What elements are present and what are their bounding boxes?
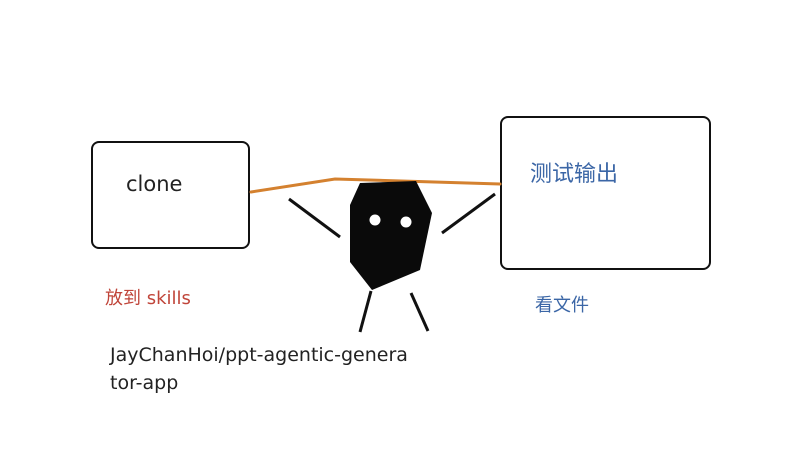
stick-figure: [288, 181, 496, 333]
left-leg: [358, 290, 373, 333]
repo-name-line-2: tor-app: [110, 372, 179, 394]
connector-line: [249, 177, 502, 194]
clone-box: [91, 141, 250, 249]
right-arm: [441, 192, 496, 235]
put-to-skills-label: 放到 skills: [105, 288, 191, 309]
left-arm: [288, 197, 341, 239]
repo-name-line-1: JayChanHoi/ppt-agentic-genera: [110, 344, 408, 366]
test-output-label: 测试输出: [530, 162, 619, 187]
right-leg: [409, 292, 430, 332]
test-output-box: [500, 116, 711, 270]
view-files-label: 看文件: [535, 295, 589, 316]
repo-name-label: JayChanHoi/ppt-agentic-genera tor-app: [110, 341, 450, 397]
clone-label: clone: [126, 172, 183, 196]
figure-body: [350, 181, 432, 290]
right-eye: [400, 216, 412, 228]
left-eye: [369, 214, 381, 226]
